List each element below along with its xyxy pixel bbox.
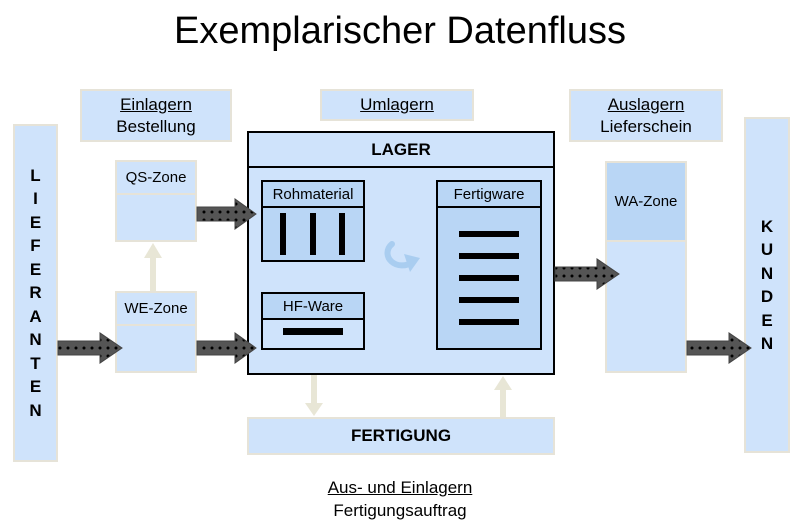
wa-zone: WA-Zone bbox=[605, 161, 687, 373]
kunden-letter: N bbox=[760, 334, 774, 353]
fertigware-bars bbox=[459, 231, 519, 325]
arrow-we-qs bbox=[144, 243, 162, 291]
lieferanten-letter: T bbox=[30, 353, 41, 373]
hf-ware-box: HF-Ware bbox=[261, 292, 365, 350]
lager-title: LAGER bbox=[249, 133, 553, 168]
arrow-lieferanten-we bbox=[57, 332, 123, 364]
lieferanten-letter: F bbox=[30, 236, 41, 256]
auslagern-title: Auslagern bbox=[607, 94, 685, 114]
qs-zone: QS-Zone bbox=[115, 160, 197, 242]
auslagern-header: Auslagern Lieferschein bbox=[569, 89, 723, 142]
fertigung-label: FERTIGUNG bbox=[350, 426, 452, 445]
einlagern-subtitle: Bestellung bbox=[116, 116, 196, 136]
lieferanten-letter: E bbox=[29, 259, 42, 279]
lieferanten-letter: I bbox=[33, 189, 38, 209]
wa-zone-label: WA-Zone bbox=[607, 163, 685, 242]
kunden-letter: D bbox=[760, 287, 774, 306]
page-title: Exemplarischer Datenfluss bbox=[174, 10, 626, 52]
arrow-lager-fertigung bbox=[305, 375, 323, 416]
einlagern-header: Einlagern Bestellung bbox=[80, 89, 232, 142]
qs-zone-label: QS-Zone bbox=[117, 162, 195, 195]
lieferanten-letter: N bbox=[29, 330, 42, 350]
kunden-letter: N bbox=[760, 263, 774, 283]
kunden-letter: E bbox=[761, 310, 773, 330]
bottom-caption: Aus- und Einlagern Fertigungsauftrag bbox=[300, 476, 500, 522]
lieferanten-letter: N bbox=[29, 400, 42, 420]
bottom-caption-title: Aus- und Einlagern bbox=[327, 478, 473, 497]
lieferanten-letter: R bbox=[29, 283, 42, 303]
umlagern-header: Umlagern bbox=[320, 89, 474, 121]
umlagern-title: Umlagern bbox=[360, 95, 434, 114]
bottom-caption-subtitle: Fertigungsauftrag bbox=[333, 501, 467, 520]
auslagern-subtitle: Lieferschein bbox=[600, 116, 692, 136]
fertigware-label: Fertigware bbox=[438, 182, 540, 208]
arrow-qs-lager bbox=[196, 198, 257, 230]
arrow-lager-wa bbox=[554, 258, 620, 290]
we-zone: WE-Zone bbox=[115, 291, 197, 373]
rohmaterial-bars bbox=[280, 213, 345, 255]
lieferanten-letter: A bbox=[29, 306, 42, 326]
lieferanten-letter: E bbox=[29, 212, 42, 232]
kunden-letter: K bbox=[760, 216, 774, 236]
hf-ware-label: HF-Ware bbox=[263, 294, 363, 320]
fertigung-box: FERTIGUNG bbox=[247, 417, 555, 455]
arrow-wa-kunden bbox=[686, 332, 752, 364]
einlagern-title: Einlagern bbox=[120, 94, 192, 114]
lieferanten-letter: E bbox=[29, 377, 42, 397]
rohmaterial-label: Rohmaterial bbox=[263, 182, 363, 208]
hf-ware-bar bbox=[283, 328, 343, 335]
arrow-we-lager bbox=[196, 332, 257, 364]
lieferanten-letter: L bbox=[30, 165, 41, 185]
we-zone-label: WE-Zone bbox=[117, 293, 195, 326]
rotate-icon bbox=[384, 241, 420, 272]
kunden-letter: U bbox=[760, 240, 774, 259]
arrow-fertigung-lager bbox=[494, 376, 512, 417]
